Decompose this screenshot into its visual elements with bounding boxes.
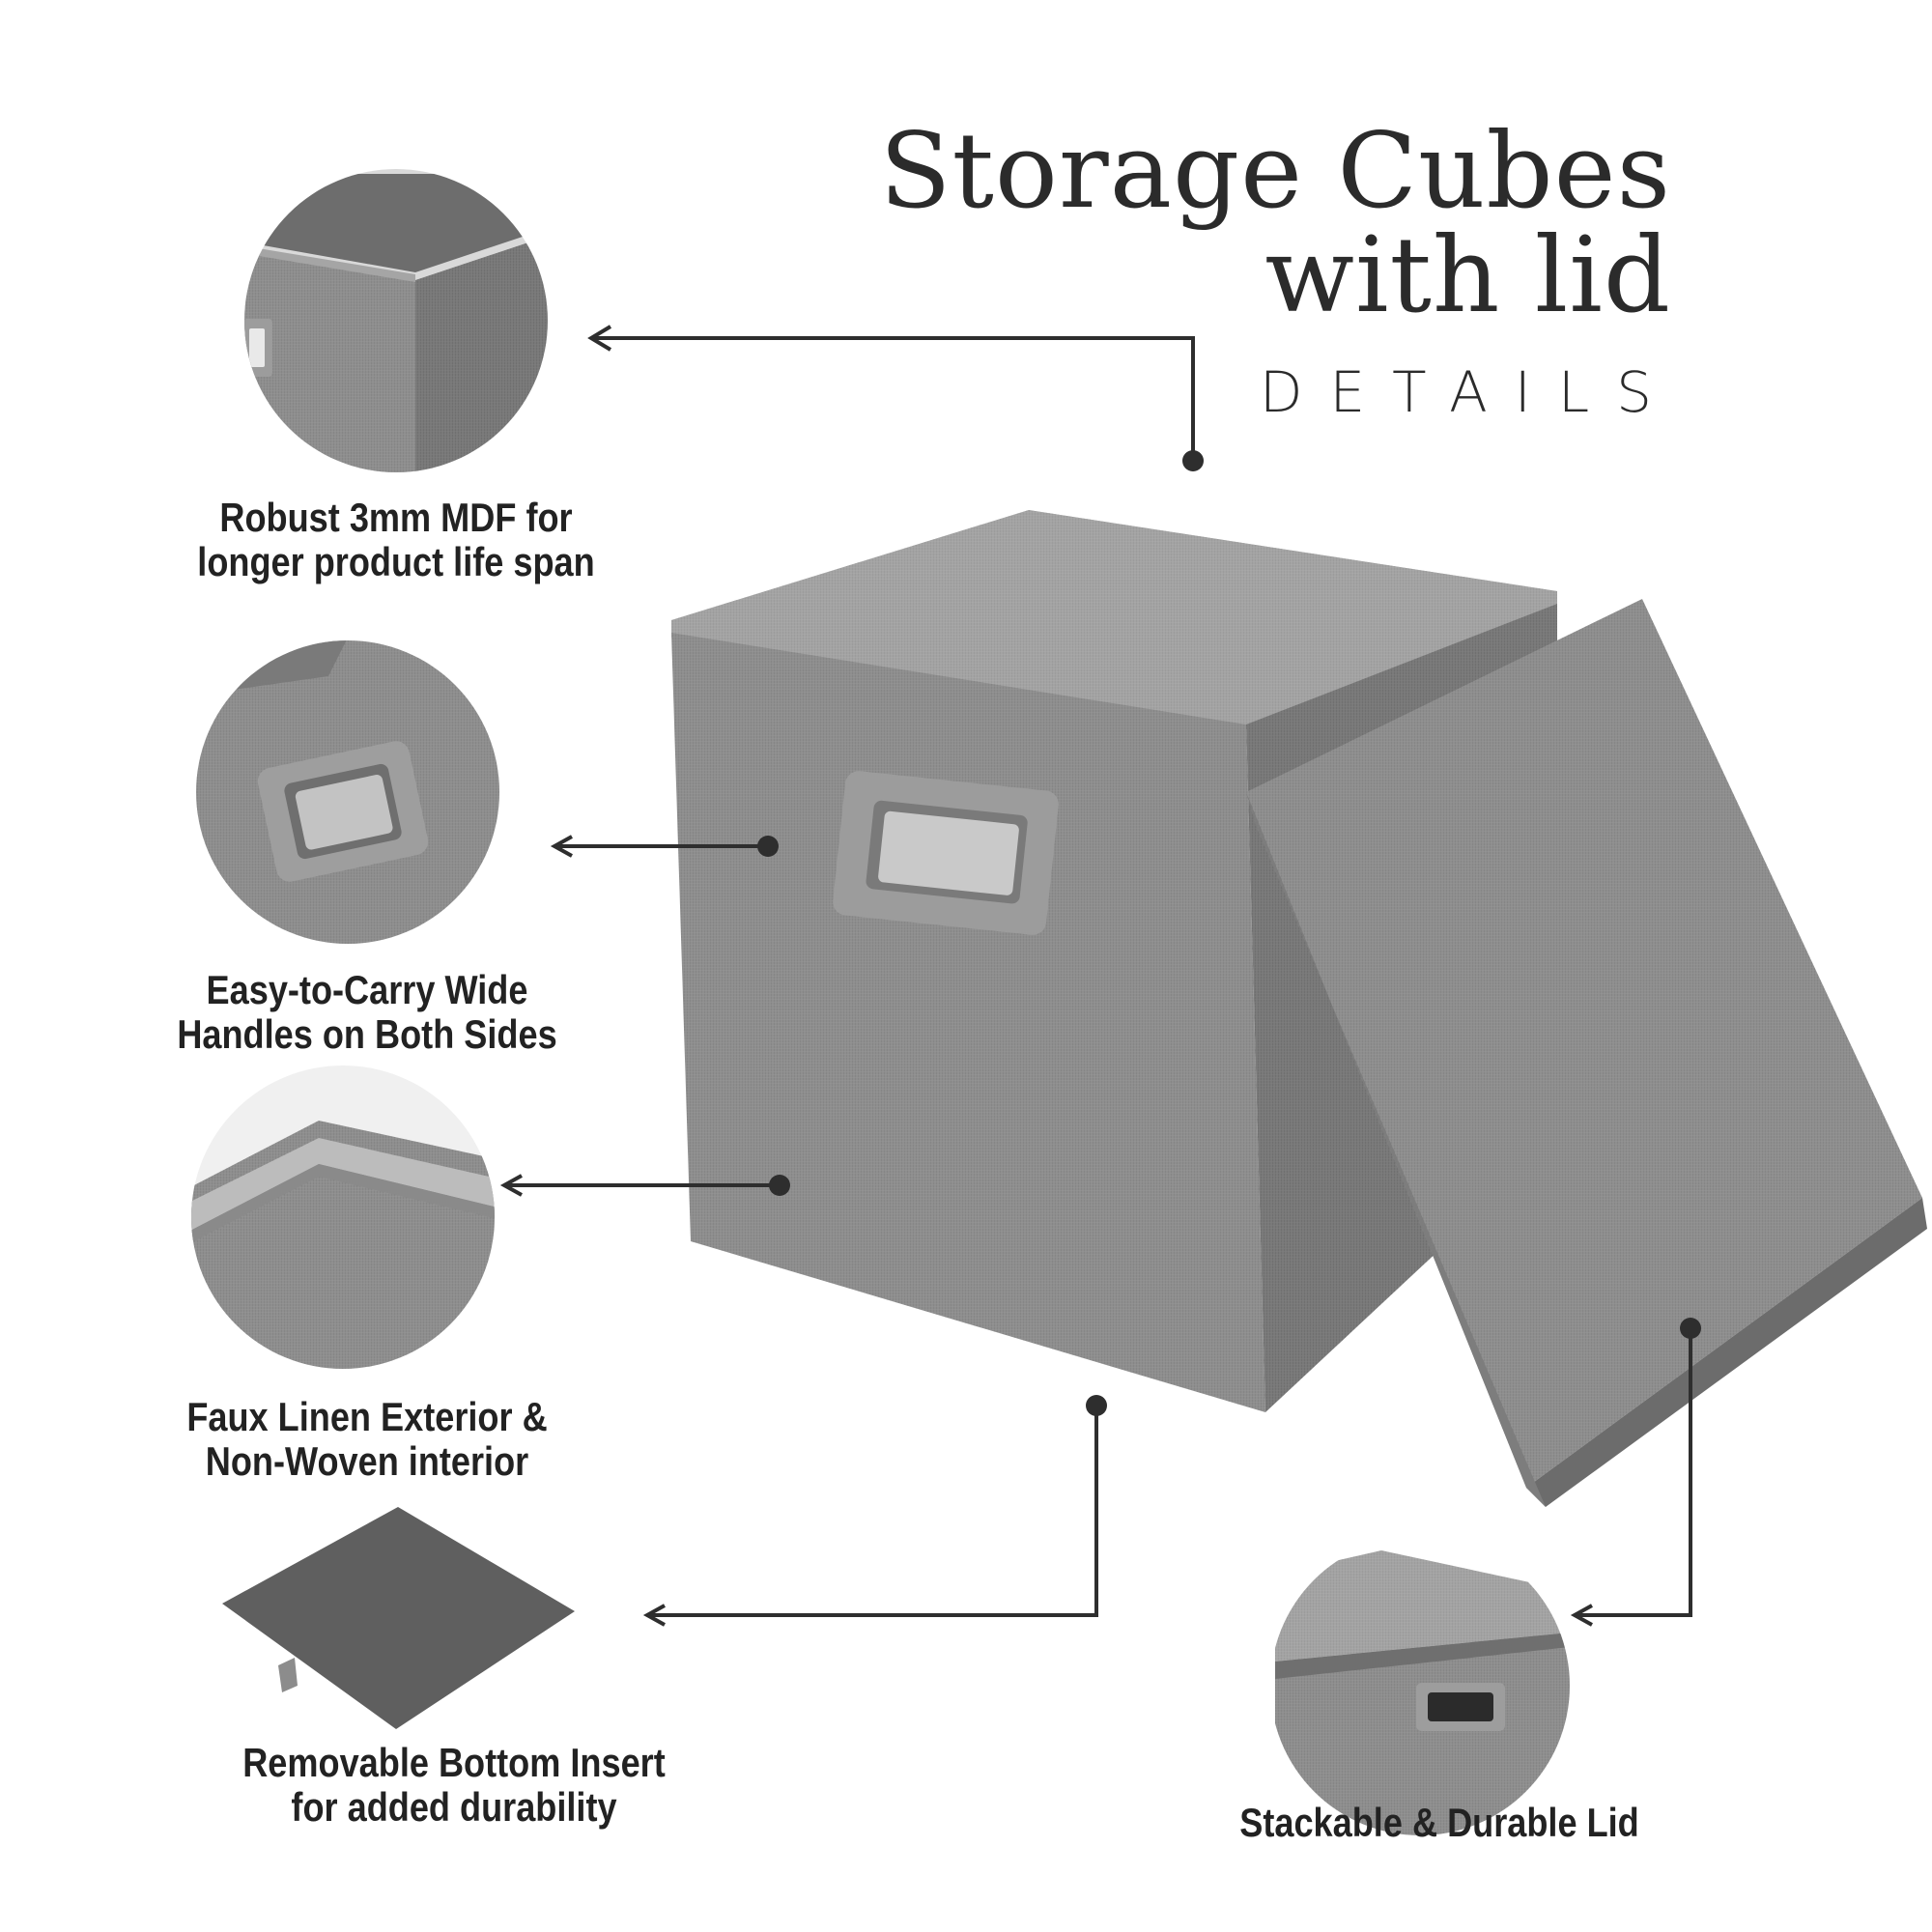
feature-caption-handles: Easy-to-Carry Wide Handles on Both Sides xyxy=(147,968,587,1057)
feature-mdf-line1: Robust 3mm MDF for xyxy=(219,495,573,540)
page-subtitle: DETAILS xyxy=(1259,359,1679,425)
fabric-edge-closeup-icon xyxy=(191,1065,495,1369)
feature-caption-mdf: Robust 3mm MDF for longer product life s… xyxy=(180,496,611,584)
callout-mdf xyxy=(587,325,1195,461)
lid-closeup-icon xyxy=(1270,1536,1570,1835)
front-handle-icon xyxy=(833,771,1059,935)
feature-fabric-line1: Faux Linen Exterior & xyxy=(186,1394,548,1439)
feature-mdf-line2: longer product life span xyxy=(197,539,595,584)
feature-handles-line1: Easy-to-Carry Wide xyxy=(206,967,528,1012)
feature-fabric-line2: Non-Woven interior xyxy=(205,1438,529,1484)
feature-insert-line2: for added durability xyxy=(291,1784,617,1830)
feature-handles-line2: Handles on Both Sides xyxy=(177,1011,557,1057)
page-title-line2: with lid xyxy=(1264,215,1671,336)
feature-caption-insert: Removable Bottom Insert for added durabi… xyxy=(205,1741,703,1830)
lid-illustration xyxy=(1246,599,1927,1507)
feature-insert-line1: Removable Bottom Insert xyxy=(242,1740,666,1785)
callout-fabric xyxy=(499,1174,780,1197)
handle-closeup-icon xyxy=(196,640,499,944)
callout-handle xyxy=(550,835,768,858)
bottom-insert-board-icon xyxy=(222,1507,575,1729)
mdf-corner-closeup-icon xyxy=(244,169,548,472)
callout-lines xyxy=(499,325,1692,1627)
feature-caption-lid: Stackable & Durable Lid xyxy=(1232,1801,1647,1845)
callout-insert xyxy=(642,1406,1098,1627)
page-title-line1: Storage Cubes xyxy=(879,111,1671,232)
callout-lid xyxy=(1570,1328,1692,1627)
feature-caption-fabric: Faux Linen Exterior & Non-Woven interior xyxy=(143,1395,591,1484)
feature-lid-line1: Stackable & Durable Lid xyxy=(1239,1800,1639,1845)
callout-dots xyxy=(757,450,1701,1416)
